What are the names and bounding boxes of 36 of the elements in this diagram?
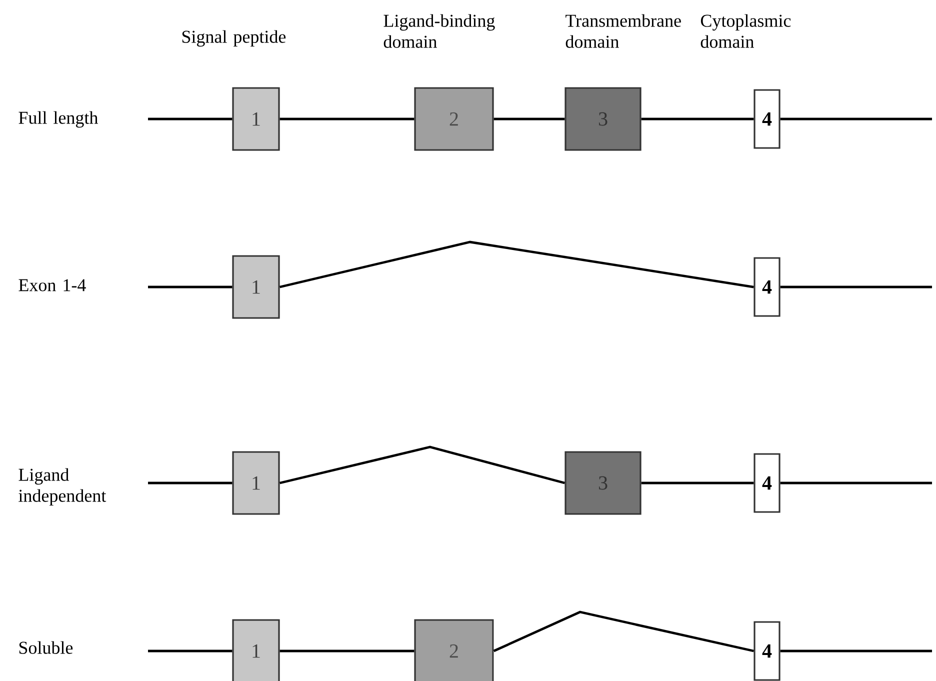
exon-box: 1 bbox=[232, 255, 280, 319]
connector-line bbox=[641, 482, 754, 484]
connector-line bbox=[148, 482, 232, 484]
column-heading: Signal peptide bbox=[182, 30, 286, 47]
connector-line bbox=[148, 286, 232, 288]
connector-line bbox=[780, 482, 932, 484]
row-label: Soluble bbox=[19, 641, 73, 654]
connector-line bbox=[280, 240, 754, 288]
exon-box: 4 bbox=[754, 621, 780, 681]
connector-line bbox=[780, 118, 932, 120]
exon-box: 1 bbox=[232, 451, 280, 515]
exon-box: 2 bbox=[414, 87, 494, 151]
exon-box: 3 bbox=[564, 87, 642, 151]
connector-line bbox=[148, 118, 232, 120]
exon-box: 4 bbox=[754, 453, 780, 513]
column-heading: Transmembrane domain bbox=[566, 14, 681, 48]
exon-box: 4 bbox=[754, 257, 780, 317]
exon-box: 1 bbox=[232, 87, 280, 151]
connector-line bbox=[780, 286, 932, 288]
exon-box: 3 bbox=[564, 451, 642, 515]
row-label: Exon 1-4 bbox=[18, 279, 86, 292]
exon-box: 2 bbox=[414, 619, 494, 681]
column-heading: Ligand-binding domain bbox=[384, 14, 495, 48]
connector-line bbox=[494, 118, 565, 120]
column-heading: Cytoplasmic domain bbox=[700, 14, 791, 48]
exon-box: 4 bbox=[754, 89, 780, 149]
connector-line bbox=[280, 118, 414, 120]
connector-line bbox=[280, 650, 414, 652]
connector-line bbox=[148, 650, 232, 652]
connector-line bbox=[780, 650, 932, 652]
connector-line bbox=[493, 610, 754, 652]
connector-line bbox=[280, 446, 566, 484]
row-label: Ligand independent bbox=[18, 468, 106, 506]
row-label: Full length bbox=[18, 111, 98, 128]
exon-box: 1 bbox=[232, 619, 280, 681]
connector-line bbox=[641, 118, 754, 120]
